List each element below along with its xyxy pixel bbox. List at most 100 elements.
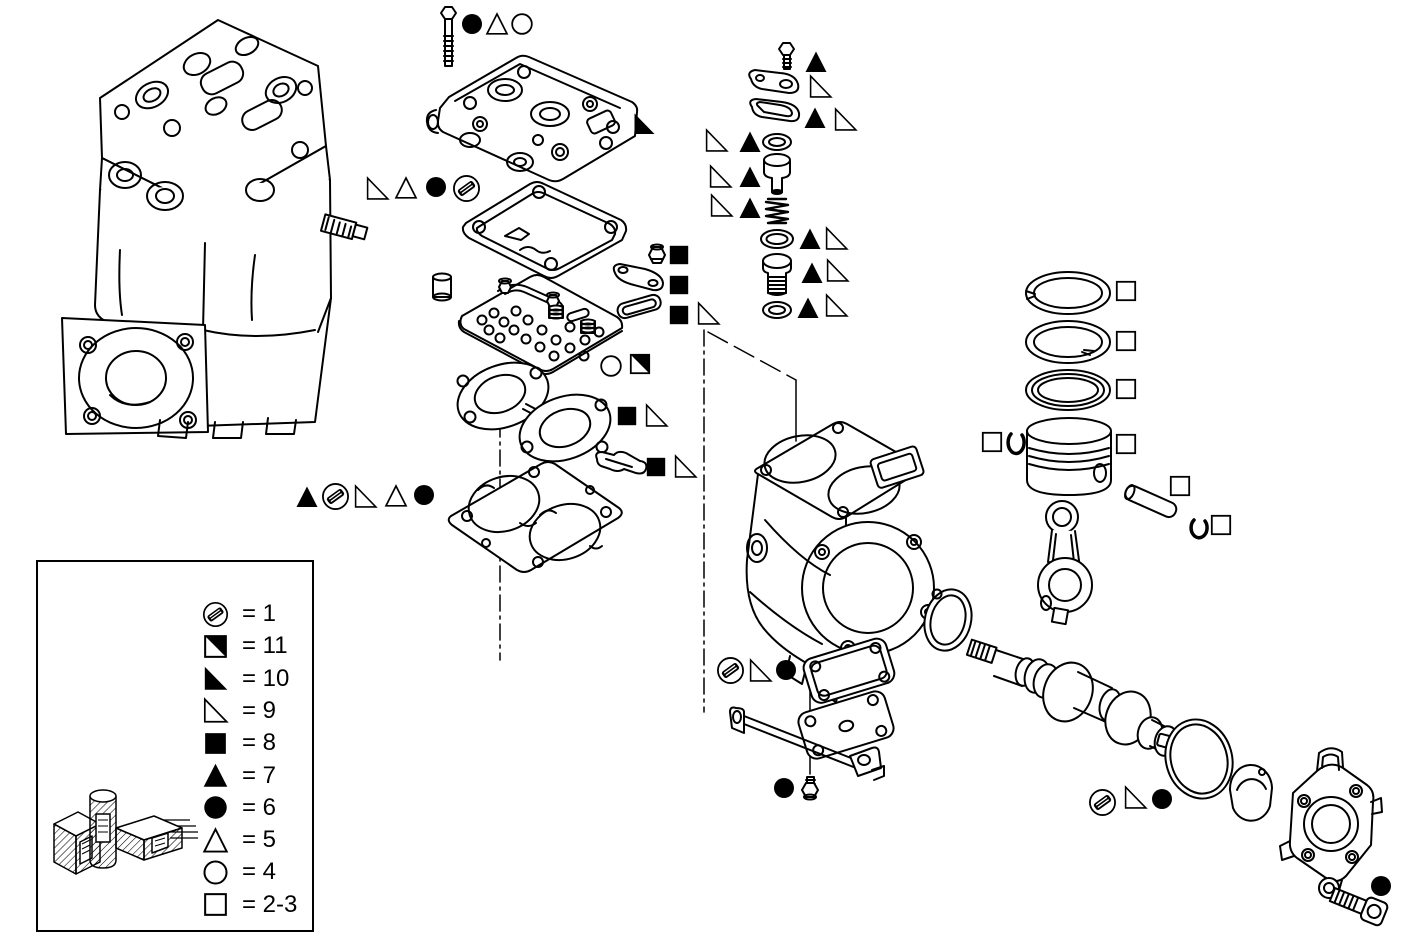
marker-square-outline-icon [980,430,1004,454]
legend-item: = 1 [202,599,276,629]
unloader-lever[interactable] [748,69,800,94]
legend-item: = 9 [202,696,276,726]
piston-snap-ring-left[interactable] [1006,432,1026,456]
base-gasket[interactable] [447,461,623,573]
unloader-spring[interactable] [764,197,790,225]
marker-right-triangle-outline-icon [1123,784,1148,810]
unloader-seat-gasket[interactable] [762,301,792,319]
marker-circle-outline-icon [599,354,623,378]
legend-item-label: = 2-3 [242,890,298,918]
legend-item: = 11 [202,631,288,661]
cap-nut[interactable] [648,243,666,264]
sump-cover-plate[interactable] [796,689,896,761]
legend-symbol-right-triangle-outline-icon [202,697,229,724]
legend-symbol-triangle-outline-icon [202,826,229,854]
gasket-kit-art [53,789,198,875]
legend-item-label: = 11 [242,632,288,660]
cylinder-port-gaskets[interactable] [448,351,620,473]
marker-circle-filled-icon [772,776,796,800]
unloader-disc[interactable] [762,133,792,151]
legend-box: = 1= 11= 10= 9= 8= 7= 6= 5= 4= 2-3 [36,560,314,932]
crankcase-oring[interactable] [1156,711,1241,806]
legend-symbol-circle-outline-icon [202,859,229,886]
head-gasket[interactable] [461,181,628,279]
crankshaft[interactable] [965,638,1181,759]
piston-ring-middle[interactable] [1025,320,1111,364]
unloader-gasket[interactable] [749,98,801,123]
bearing-shell[interactable] [1228,764,1273,822]
marker-triangle-filled-icon [738,196,762,220]
connecting-rod[interactable] [1037,500,1093,626]
marker-triangle-filled-icon [803,106,827,130]
legend-item-label: = 10 [242,664,290,692]
marker-right-triangle-outline-icon [673,453,698,479]
marker-square-filled-icon [667,273,691,297]
legend-item-label: = 9 [242,696,277,724]
shaft-seal-ring[interactable] [918,584,978,655]
marker-square-filled-icon [615,404,639,428]
marker-square-outline-icon [1114,432,1138,456]
marker-right-triangle-outline-icon [825,257,850,283]
marker-right-triangle-outline-icon [709,192,734,218]
legend-item-label: = 8 [242,729,277,757]
crankcase[interactable] [745,421,936,703]
unloader-piston[interactable] [763,153,791,195]
marker-square-outline-icon [1114,279,1138,303]
marker-circle-outline-icon [510,12,534,36]
marker-triangle-filled-icon [295,485,319,509]
compressor-assembly[interactable] [61,19,369,439]
marker-triangle-filled-icon [738,165,762,189]
piston-snap-ring-right[interactable] [1189,518,1209,540]
marker-circle-filled-icon [424,175,448,199]
marker-gasket-seal-icon [716,656,745,685]
piston-ring-oil[interactable] [1025,369,1111,411]
marker-gasket-seal-icon [321,482,350,511]
marker-circle-filled-icon [774,658,798,682]
valve-plate[interactable] [457,274,624,375]
marker-square-half-filled-icon [628,352,652,376]
sump-gasket[interactable] [801,636,897,705]
legend-item: = 8 [202,728,276,758]
end-cover[interactable] [1279,747,1383,895]
dowel-sleeve[interactable] [432,272,452,302]
marker-triangle-filled-icon [796,296,820,320]
marker-right-triangle-filled-icon [632,112,656,136]
sump-bolt[interactable] [801,776,819,801]
marker-right-triangle-outline-icon [644,402,669,428]
unloader-valve-seat[interactable] [762,253,792,296]
marker-right-triangle-outline-icon [353,483,378,509]
unloader-screw[interactable] [778,42,795,70]
marker-right-triangle-outline-icon [704,127,729,153]
legend-item: = 5 [202,825,276,855]
strip-gasket[interactable] [616,293,662,320]
mounting-bracket[interactable] [729,706,885,781]
valve-clamp[interactable] [612,263,664,292]
marker-circle-filled-icon [460,12,484,36]
legend-item: = 6 [202,793,276,823]
legend-symbol-square-half-filled-icon [202,633,229,660]
piston-ring-top[interactable] [1025,271,1111,315]
marker-triangle-filled-icon [804,50,828,74]
marker-right-triangle-outline-icon [824,225,849,251]
piston[interactable] [1026,417,1112,496]
marker-square-outline-icon [1168,474,1192,498]
legend-symbol-gasket-seal-icon [202,601,229,628]
unloader-oring[interactable] [760,229,794,249]
cylinder-head[interactable] [425,54,639,183]
marker-square-filled-icon [667,243,691,267]
piston-pin[interactable] [1123,484,1178,520]
reed-valve-strip[interactable] [595,450,648,475]
marker-right-triangle-outline-icon [824,292,849,318]
marker-square-outline-icon [1209,513,1233,537]
marker-square-filled-icon [667,303,691,327]
legend-item-label: = 7 [242,761,277,789]
head-bolt[interactable] [440,6,457,67]
marker-circle-filled-icon [1369,874,1393,898]
legend-symbol-triangle-filled-icon [202,762,229,789]
marker-right-triangle-outline-icon [696,300,721,326]
legend-symbol-circle-filled-icon [202,794,229,821]
marker-circle-filled-icon [1150,787,1174,811]
end-cover-bolt[interactable] [1328,883,1389,927]
legend-symbol-square-filled-icon [202,730,229,757]
